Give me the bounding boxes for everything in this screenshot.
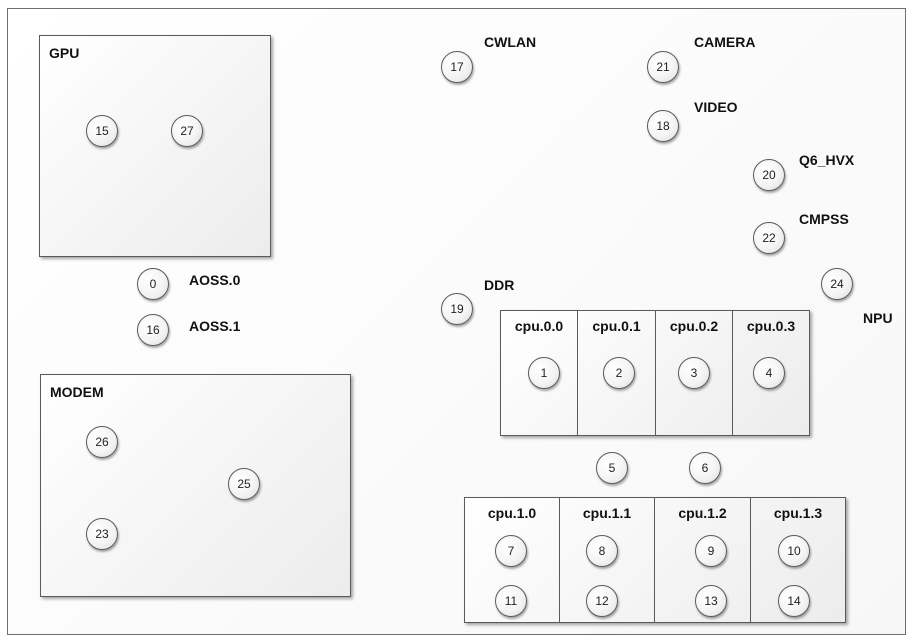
node-12: 12 xyxy=(586,585,618,617)
cpu-0-0-cell: cpu.0.0 xyxy=(501,311,578,435)
cpu-0-1-label: cpu.0.1 xyxy=(592,318,641,334)
node-9: 9 xyxy=(695,535,727,567)
cpu-cluster-0: cpu.0.0 cpu.0.1 cpu.0.2 cpu.0.3 xyxy=(500,310,810,436)
video-label: VIDEO xyxy=(694,99,738,115)
node-1: 1 xyxy=(528,357,560,389)
cpu-0-3-cell: cpu.0.3 xyxy=(733,311,809,435)
cpu-1-1-label: cpu.1.1 xyxy=(582,505,632,521)
node-21: 21 xyxy=(647,51,679,83)
cpu-0-3-label: cpu.0.3 xyxy=(746,318,796,334)
gpu-block: GPU xyxy=(39,35,271,257)
node-26: 26 xyxy=(86,426,118,458)
modem-title: MODEM xyxy=(50,384,104,400)
node-25: 25 xyxy=(228,468,260,500)
node-10: 10 xyxy=(778,535,810,567)
cpu-1-3-label: cpu.1.3 xyxy=(773,505,823,521)
node-20: 20 xyxy=(753,159,785,191)
node-13: 13 xyxy=(695,585,727,617)
node-19: 19 xyxy=(441,293,473,325)
cpu-1-3-cell: cpu.1.3 xyxy=(751,498,845,622)
node-24: 24 xyxy=(821,268,853,300)
cpu-0-2-label: cpu.0.2 xyxy=(669,318,719,334)
cpu-1-0-cell: cpu.1.0 xyxy=(465,498,560,622)
cpu-0-2-cell: cpu.0.2 xyxy=(656,311,733,435)
cpu-0-0-label: cpu.0.0 xyxy=(514,318,564,334)
node-4: 4 xyxy=(753,357,785,389)
modem-block: MODEM xyxy=(40,374,351,597)
node-18: 18 xyxy=(647,110,679,142)
node-3: 3 xyxy=(678,357,710,389)
node-8: 8 xyxy=(586,535,618,567)
cmpss-label: CMPSS xyxy=(799,211,849,227)
node-23: 23 xyxy=(86,518,118,550)
ddr-label: DDR xyxy=(484,277,515,293)
q6-hvx-label: Q6_HVX xyxy=(799,152,855,168)
node-17: 17 xyxy=(441,51,473,83)
gpu-title: GPU xyxy=(49,45,80,61)
node-16: 16 xyxy=(137,314,169,346)
cpu-0-1-cell: cpu.0.1 xyxy=(578,311,656,435)
node-6: 6 xyxy=(689,452,721,484)
node-15: 15 xyxy=(86,115,118,147)
node-5: 5 xyxy=(596,452,628,484)
aoss-1-label: AOSS.1 xyxy=(189,318,241,334)
node-22: 22 xyxy=(753,222,785,254)
cpu-1-2-label: cpu.1.2 xyxy=(678,505,727,521)
aoss-0-label: AOSS.0 xyxy=(189,272,241,288)
cwlan-label: CWLAN xyxy=(484,34,537,50)
cpu-1-1-cell: cpu.1.1 xyxy=(560,498,655,622)
node-2: 2 xyxy=(603,357,635,389)
node-11: 11 xyxy=(495,585,527,617)
camera-label: CAMERA xyxy=(694,34,756,50)
cpu-1-2-cell: cpu.1.2 xyxy=(655,498,751,622)
cpu-1-0-label: cpu.1.0 xyxy=(487,505,537,521)
node-14: 14 xyxy=(778,585,810,617)
node-7: 7 xyxy=(495,535,527,567)
node-0: 0 xyxy=(137,268,169,300)
npu-label: NPU xyxy=(863,310,893,326)
node-27: 27 xyxy=(171,115,203,147)
